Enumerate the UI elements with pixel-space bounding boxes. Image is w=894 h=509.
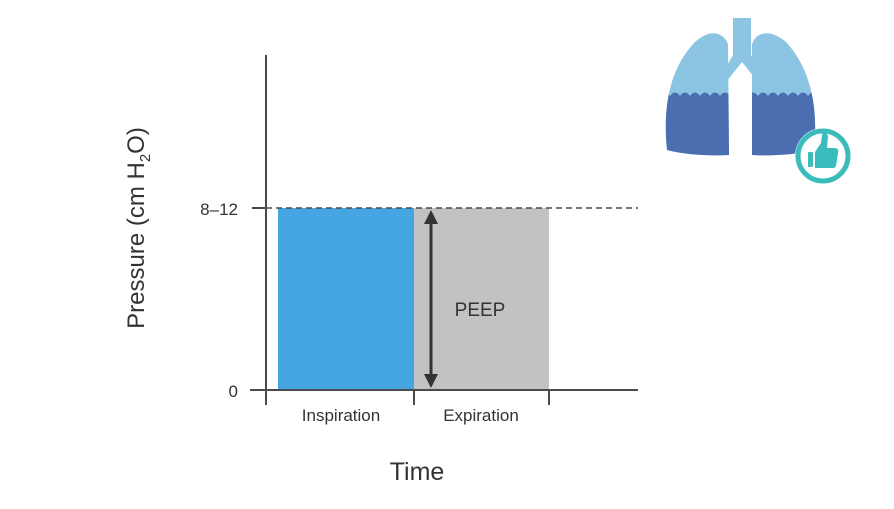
thumbs-up-icon bbox=[795, 128, 851, 184]
y-tick-label-zero: 0 bbox=[229, 382, 238, 401]
expiration-bar bbox=[414, 208, 549, 390]
inspiration-label: Inspiration bbox=[302, 406, 380, 425]
peep-arrow bbox=[424, 210, 438, 388]
y-axis-title: Pressure (cm H2O) bbox=[123, 127, 154, 329]
y-axis-title-sub: 2 bbox=[137, 154, 154, 162]
x-axis-title: Time bbox=[390, 458, 445, 486]
lungs-icon bbox=[665, 18, 816, 156]
peep-label: PEEP bbox=[455, 300, 506, 321]
y-tick-label-top: 8–12 bbox=[200, 200, 238, 219]
y-axis-title-main: Pressure (cm H bbox=[123, 162, 150, 329]
y-axis-title-tail: O) bbox=[123, 127, 150, 154]
expiration-label: Expiration bbox=[443, 406, 519, 425]
inspiration-bar bbox=[278, 208, 414, 390]
